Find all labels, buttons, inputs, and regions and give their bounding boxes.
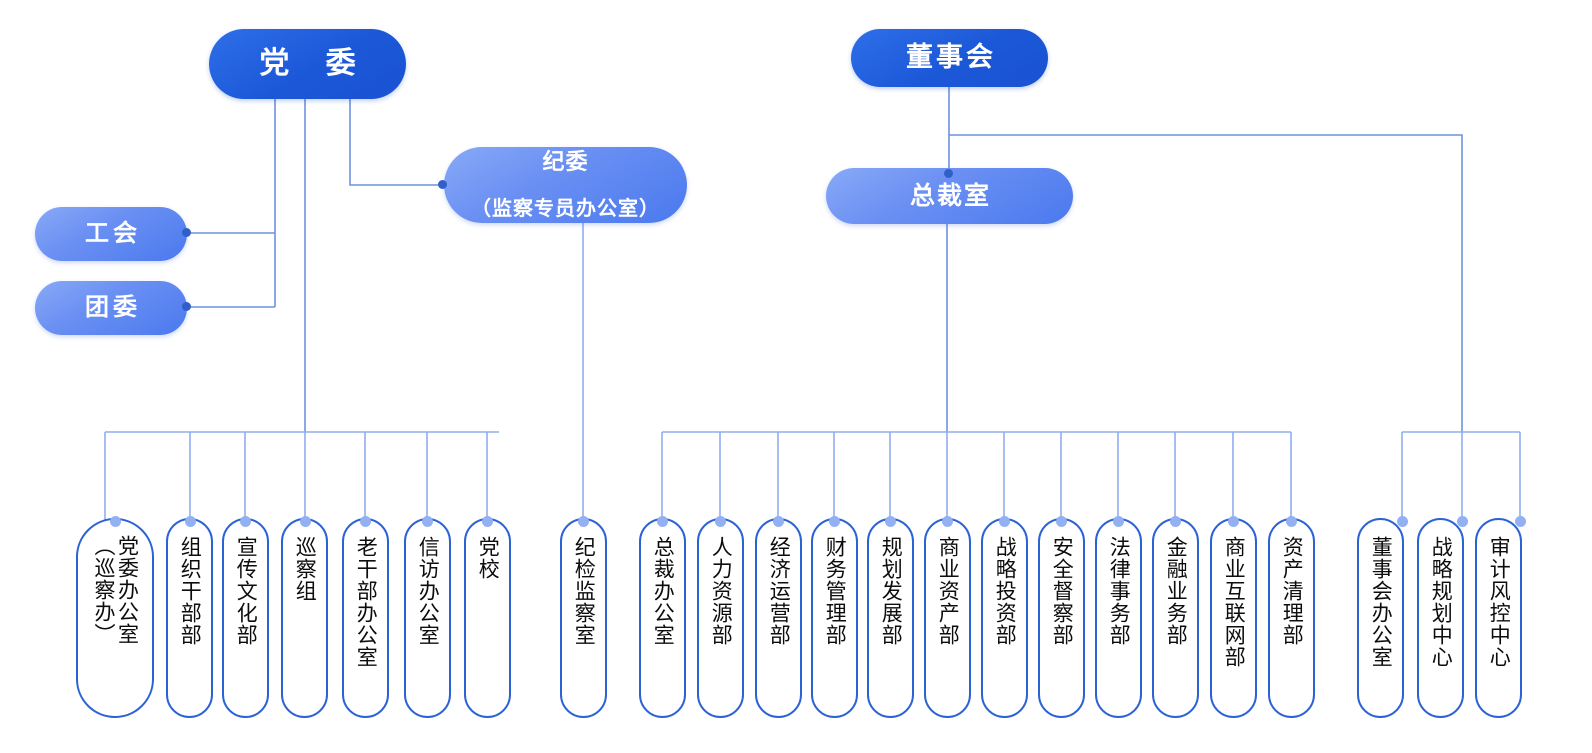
connector-dot-leaf-23 [1515, 516, 1526, 527]
leaf-party-office[interactable]: 党委办公室 （巡察办） [76, 518, 154, 718]
connector-dot-leaf-17 [1113, 516, 1124, 527]
node-board-of-directors[interactable]: 董事会 [851, 29, 1048, 87]
node-labor-union[interactable]: 工会 [35, 207, 187, 261]
connector-dot-leaf-15 [999, 516, 1010, 527]
leaf-legal-affairs-dept-label: 法律事务部 [1107, 536, 1132, 646]
connector-dot-leaf-4 [300, 516, 311, 527]
leaf-strategic-investment-dept[interactable]: 战略投资部 [981, 518, 1028, 718]
node-discipline-committee-label-line2: （监察专员办公室） [471, 198, 660, 221]
node-youth-league-label: 团委 [85, 294, 141, 322]
connector-dot-leaf-10 [715, 516, 726, 527]
leaf-audit-risk-control-center-label: 审计风控中心 [1487, 536, 1512, 668]
node-discipline-committee-text: 纪委 （监察专员办公室） [471, 125, 660, 246]
leaf-petition-office-label: 信访办公室 [416, 536, 441, 646]
node-discipline-committee[interactable]: 纪委 （监察专员办公室） [444, 147, 687, 223]
connector-dot-leaf-11 [773, 516, 784, 527]
leaf-inspection-group-label: 巡察组 [293, 536, 318, 602]
leaf-economic-operations-dept[interactable]: 经济运营部 [755, 518, 802, 718]
connector-dot-youth-league [182, 302, 191, 311]
connector-dot-leaf-14 [942, 516, 953, 527]
leaf-organization-cadre-dept[interactable]: 组织干部部 [166, 518, 213, 718]
leaf-petition-office[interactable]: 信访办公室 [404, 518, 451, 718]
leaf-financial-business-dept-label: 金融业务部 [1164, 536, 1189, 646]
node-party-committee-label: 党 委 [259, 46, 370, 80]
connector-dot-leaf-21 [1397, 516, 1408, 527]
leaf-legal-affairs-dept[interactable]: 法律事务部 [1095, 518, 1142, 718]
connector-dot-leaf-20 [1286, 516, 1297, 527]
leaf-audit-risk-control-center[interactable]: 审计风控中心 [1475, 518, 1522, 718]
leaf-commercial-internet-dept[interactable]: 商业互联网部 [1210, 518, 1257, 718]
leaf-strategic-planning-center-label: 战略规划中心 [1429, 536, 1454, 668]
leaf-financial-management-dept[interactable]: 财务管理部 [811, 518, 858, 718]
node-discipline-committee-label-line1: 纪委 [542, 148, 589, 174]
leaf-presidents-general-office-label: 总裁办公室 [651, 536, 676, 646]
leaf-veteran-cadre-office[interactable]: 老干部办公室 [342, 518, 389, 718]
connector-dot-leaf-8 [578, 516, 589, 527]
connector-dot-leaf-5 [360, 516, 371, 527]
connector-dot-labor-union [182, 228, 191, 237]
leaf-commercial-assets-dept-label: 商业资产部 [936, 536, 961, 646]
leaf-propaganda-culture-dept-label: 宣传文化部 [234, 536, 259, 646]
leaf-asset-liquidation-dept-label: 资产清理部 [1280, 536, 1305, 646]
leaf-asset-liquidation-dept[interactable]: 资产清理部 [1268, 518, 1315, 718]
leaf-inspection-group[interactable]: 巡察组 [281, 518, 328, 718]
leaf-discipline-inspection-office[interactable]: 纪检监察室 [560, 518, 607, 718]
leaf-human-resources-dept-label: 人力资源部 [709, 536, 734, 646]
leaf-safety-supervision-dept[interactable]: 安全督察部 [1038, 518, 1085, 718]
leaf-commercial-internet-dept-label: 商业互联网部 [1222, 536, 1247, 668]
node-party-committee[interactable]: 党 委 [209, 29, 406, 99]
connector-dot-leaf-9 [657, 516, 668, 527]
node-board-of-directors-label: 董事会 [906, 42, 996, 73]
leaf-economic-operations-dept-label: 经济运营部 [767, 536, 792, 646]
leaf-commercial-assets-dept[interactable]: 商业资产部 [924, 518, 971, 718]
connector-dot-leaf-18 [1170, 516, 1181, 527]
connector-dot-leaf-16 [1056, 516, 1067, 527]
connector-dot-leaf-2 [185, 516, 196, 527]
leaf-strategic-planning-center[interactable]: 战略规划中心 [1417, 518, 1464, 718]
node-presidents-office-label: 总裁室 [909, 181, 991, 210]
connector-dot-leaf-6 [422, 516, 433, 527]
leaf-presidents-general-office[interactable]: 总裁办公室 [639, 518, 686, 718]
leaf-financial-business-dept[interactable]: 金融业务部 [1152, 518, 1199, 718]
leaf-propaganda-culture-dept[interactable]: 宣传文化部 [222, 518, 269, 718]
leaf-board-office[interactable]: 董事会办公室 [1357, 518, 1404, 718]
leaf-financial-management-dept-label: 财务管理部 [823, 536, 848, 646]
connector-dot-leaf-1 [110, 516, 121, 527]
connector-dot-leaf-13 [885, 516, 896, 527]
leaf-human-resources-dept[interactable]: 人力资源部 [697, 518, 744, 718]
leaf-planning-development-dept-label: 规划发展部 [879, 536, 904, 646]
leaf-party-office-label2: （巡察办） [92, 535, 116, 645]
connector-dot-leaf-7 [482, 516, 493, 527]
leaf-planning-development-dept[interactable]: 规划发展部 [867, 518, 914, 718]
leaf-party-school[interactable]: 党校 [464, 518, 511, 718]
node-youth-league[interactable]: 团委 [35, 281, 187, 335]
leaf-organization-cadre-dept-label: 组织干部部 [178, 536, 203, 646]
leaf-strategic-investment-dept-label: 战略投资部 [993, 536, 1018, 646]
edge-party-to-discipline [349, 99, 444, 186]
connector-dot-leaf-22 [1457, 516, 1468, 527]
connector-dot-leaf-12 [829, 516, 840, 527]
node-labor-union-label: 工会 [85, 220, 141, 248]
leaf-party-office-label: 党委办公室 [115, 535, 140, 645]
leaf-safety-supervision-dept-label: 安全督察部 [1050, 536, 1075, 646]
leaf-party-school-label: 党校 [476, 536, 501, 580]
connector-dot-leaf-3 [240, 516, 251, 527]
leaf-discipline-inspection-office-label: 纪检监察室 [572, 536, 597, 646]
connector-dot-leaf-19 [1228, 516, 1239, 527]
leaf-veteran-cadre-office-label: 老干部办公室 [354, 536, 379, 668]
leaf-board-office-label: 董事会办公室 [1369, 536, 1394, 668]
connector-dot-president [944, 169, 953, 178]
connector-dot-discipline [438, 180, 447, 189]
